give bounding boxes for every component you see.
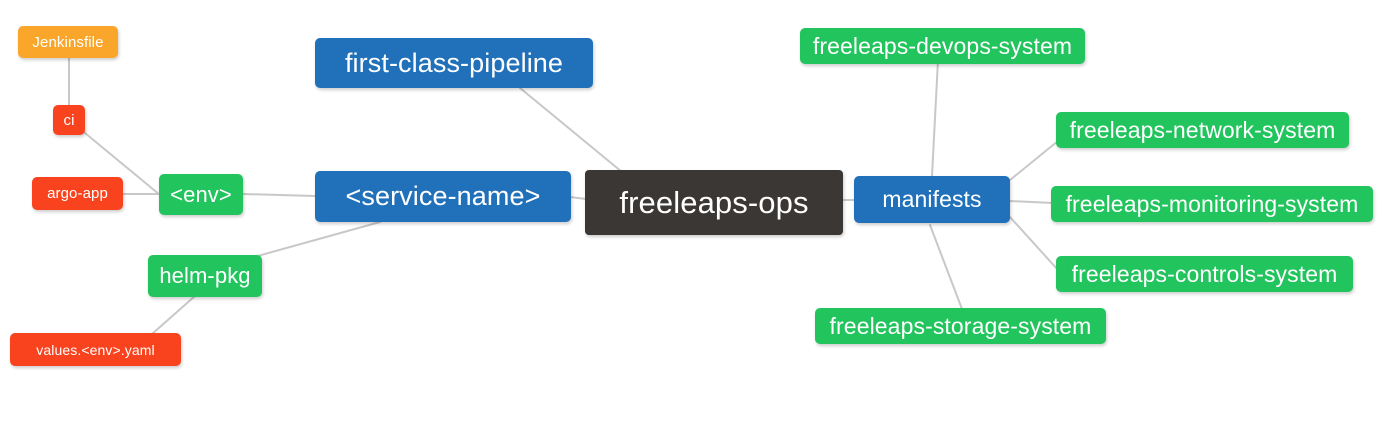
node-freeleaps-ops[interactable]: freeleaps-ops — [585, 170, 843, 235]
node-first-class-pipeline[interactable]: first-class-pipeline — [315, 38, 593, 88]
node-helm-pkg[interactable]: helm-pkg — [148, 255, 262, 297]
node-label: manifests — [882, 186, 982, 212]
edge-valuesyaml-helmpkg — [151, 295, 196, 335]
node-label: freeleaps-monitoring-system — [1065, 190, 1359, 217]
node-label: freeleaps-storage-system — [829, 312, 1092, 339]
node-label: helm-pkg — [159, 263, 251, 288]
node-label: <service-name> — [345, 181, 541, 211]
node-jenkinsfile[interactable]: Jenkinsfile — [18, 26, 118, 58]
node-label: values.<env>.yaml — [36, 341, 155, 358]
edge-manifests-monitoringsystem — [1009, 200, 1054, 204]
node-freeleaps-network-system[interactable]: freeleaps-network-system — [1056, 112, 1349, 148]
node-label: ci — [63, 111, 75, 129]
edge-firstclasspipeline-root — [519, 87, 623, 173]
node-ci[interactable]: ci — [53, 105, 85, 135]
node-freeleaps-devops-system[interactable]: freeleaps-devops-system — [800, 28, 1085, 64]
node-label: first-class-pipeline — [344, 47, 564, 78]
edge-servicename-root — [569, 196, 587, 200]
node-label: freeleaps-network-system — [1069, 116, 1336, 143]
edge-manifests-storagesystem — [929, 224, 963, 310]
node-label: argo-app — [47, 185, 108, 202]
node-freeleaps-controls-system[interactable]: freeleaps-controls-system — [1056, 256, 1353, 292]
edge-manifests-controlssystem — [1009, 216, 1059, 271]
node-freeleaps-storage-system[interactable]: freeleaps-storage-system — [815, 308, 1106, 344]
node-service-name[interactable]: <service-name> — [315, 171, 571, 222]
edge-manifests-networksystem — [1009, 140, 1059, 181]
node-env[interactable]: <env> — [159, 174, 243, 215]
node-argo-app[interactable]: argo-app — [32, 177, 123, 210]
node-label: freeleaps-devops-system — [812, 32, 1073, 59]
node-label: freeleaps-controls-system — [1071, 260, 1338, 287]
node-label: <env> — [170, 181, 232, 207]
node-label: Jenkinsfile — [32, 33, 104, 51]
edge-manifests-devopssystem — [931, 59, 939, 177]
node-values-yaml[interactable]: values.<env>.yaml — [10, 333, 181, 366]
edge-env-servicename — [242, 193, 316, 197]
node-manifests[interactable]: manifests — [854, 176, 1010, 223]
node-freeleaps-monitoring-system[interactable]: freeleaps-monitoring-system — [1051, 186, 1373, 222]
node-label: freeleaps-ops — [619, 185, 809, 220]
edge-helmpkg-servicename — [253, 221, 381, 258]
